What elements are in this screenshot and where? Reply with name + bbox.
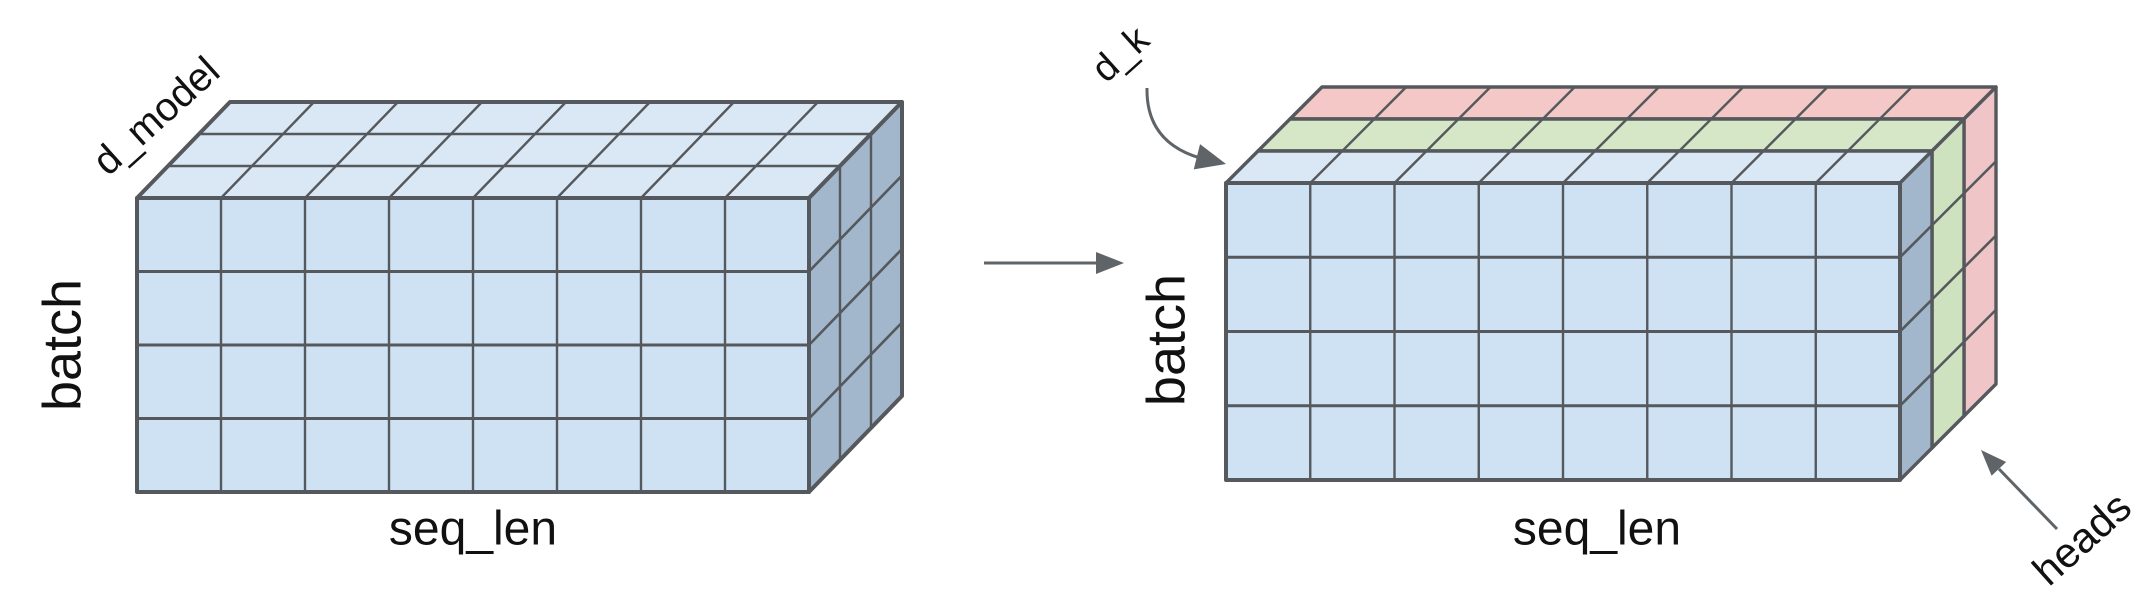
grid-line (1457, 86, 1492, 120)
grid-line (808, 321, 903, 420)
right-arrow-icon (1096, 252, 1124, 274)
grid-line (808, 174, 903, 273)
grid-line (1541, 86, 1576, 120)
grid-line (1814, 150, 1849, 184)
grid-line (640, 101, 735, 199)
grid-line (304, 101, 399, 199)
seq-len-label-left: seq_len (389, 503, 557, 556)
grid-line (1878, 86, 1913, 120)
grid-line (1646, 150, 1681, 184)
heads-arrowhead-icon (1981, 450, 2007, 476)
batch-label-right: batch (1136, 274, 1196, 406)
grid-line (220, 101, 315, 199)
grid-line (388, 101, 483, 199)
batch-label-left: batch (32, 279, 92, 411)
grid-line (1710, 86, 1745, 120)
grid-line (1899, 372, 1933, 407)
grid-line (1594, 118, 1628, 152)
heads-label: heads (2023, 483, 2139, 595)
grid-line (1309, 150, 1344, 184)
grid-line (1509, 118, 1544, 152)
grid-line (1997, 467, 2059, 531)
grid-line (724, 101, 819, 199)
seq-len-label-right: seq_len (1513, 503, 1681, 556)
grid-line (1425, 118, 1460, 152)
grid-line (1846, 118, 1881, 152)
grid-line (1931, 192, 1965, 227)
grid-line (1762, 118, 1797, 152)
grid-line (1678, 118, 1713, 152)
grid-line (1963, 308, 1997, 343)
grid-line (556, 101, 651, 199)
grid-line (1931, 340, 1965, 375)
grid-line (1626, 86, 1660, 120)
d-k-arrowhead-icon (1193, 144, 1226, 170)
grid-line (1963, 234, 1997, 269)
grid-line (1899, 298, 1933, 333)
grid-line (808, 248, 903, 346)
grid-line (1899, 224, 1933, 259)
d-k-arrow (1145, 87, 1201, 160)
grid-line (1477, 150, 1512, 184)
grid-line (1562, 150, 1596, 184)
grid-line (1341, 118, 1376, 152)
grid-line (1373, 86, 1408, 120)
grid-line (1794, 86, 1829, 120)
grid-line (1931, 266, 1965, 301)
d-k-label: d_k (1084, 18, 1158, 91)
grid-line (1393, 150, 1428, 184)
grid-line (1730, 150, 1765, 184)
grid-line (1963, 160, 1997, 195)
grid-line (472, 101, 567, 199)
